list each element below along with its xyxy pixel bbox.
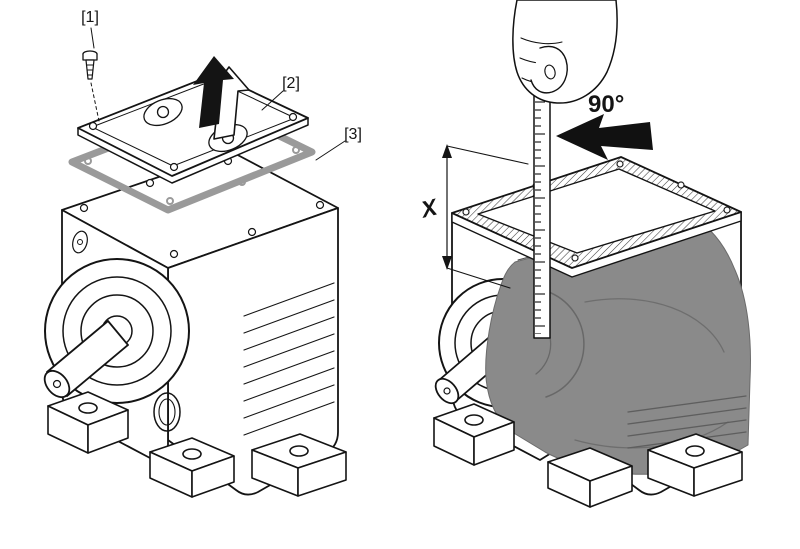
callout-3-leader (315, 140, 346, 161)
callout-2-label: [2] (282, 75, 300, 92)
callout-1-leader (90, 27, 95, 49)
hand (512, 0, 618, 104)
removal-arrow-icon (193, 56, 250, 140)
callout-3-label: [3] (344, 126, 362, 143)
angle-arrow-icon (556, 114, 653, 160)
right-gearbox-illustration: 90° X (417, 0, 751, 508)
mounting-feet (47, 391, 347, 498)
callout-2-leader (261, 90, 284, 111)
open-housing-rim (451, 156, 742, 278)
angle-annotation: 90° (556, 91, 653, 160)
gearbox-ribbed-side (167, 207, 339, 496)
callout-1-label: [1] (81, 9, 99, 26)
mounting-feet-right (433, 403, 743, 508)
drain-ring-detail (153, 392, 181, 432)
output-shaft (43, 320, 129, 399)
screw (82, 50, 100, 122)
angle-label: 90° (588, 91, 624, 118)
left-gearbox-illustration: [1] [2] [3] (43, 9, 362, 498)
screw-axis-line (90, 82, 100, 122)
internal-gear-mass (485, 213, 751, 475)
thumbnail (544, 64, 556, 80)
dimension-x-label: X (417, 193, 442, 223)
callouts-left: [1] [2] [3] (81, 9, 362, 161)
